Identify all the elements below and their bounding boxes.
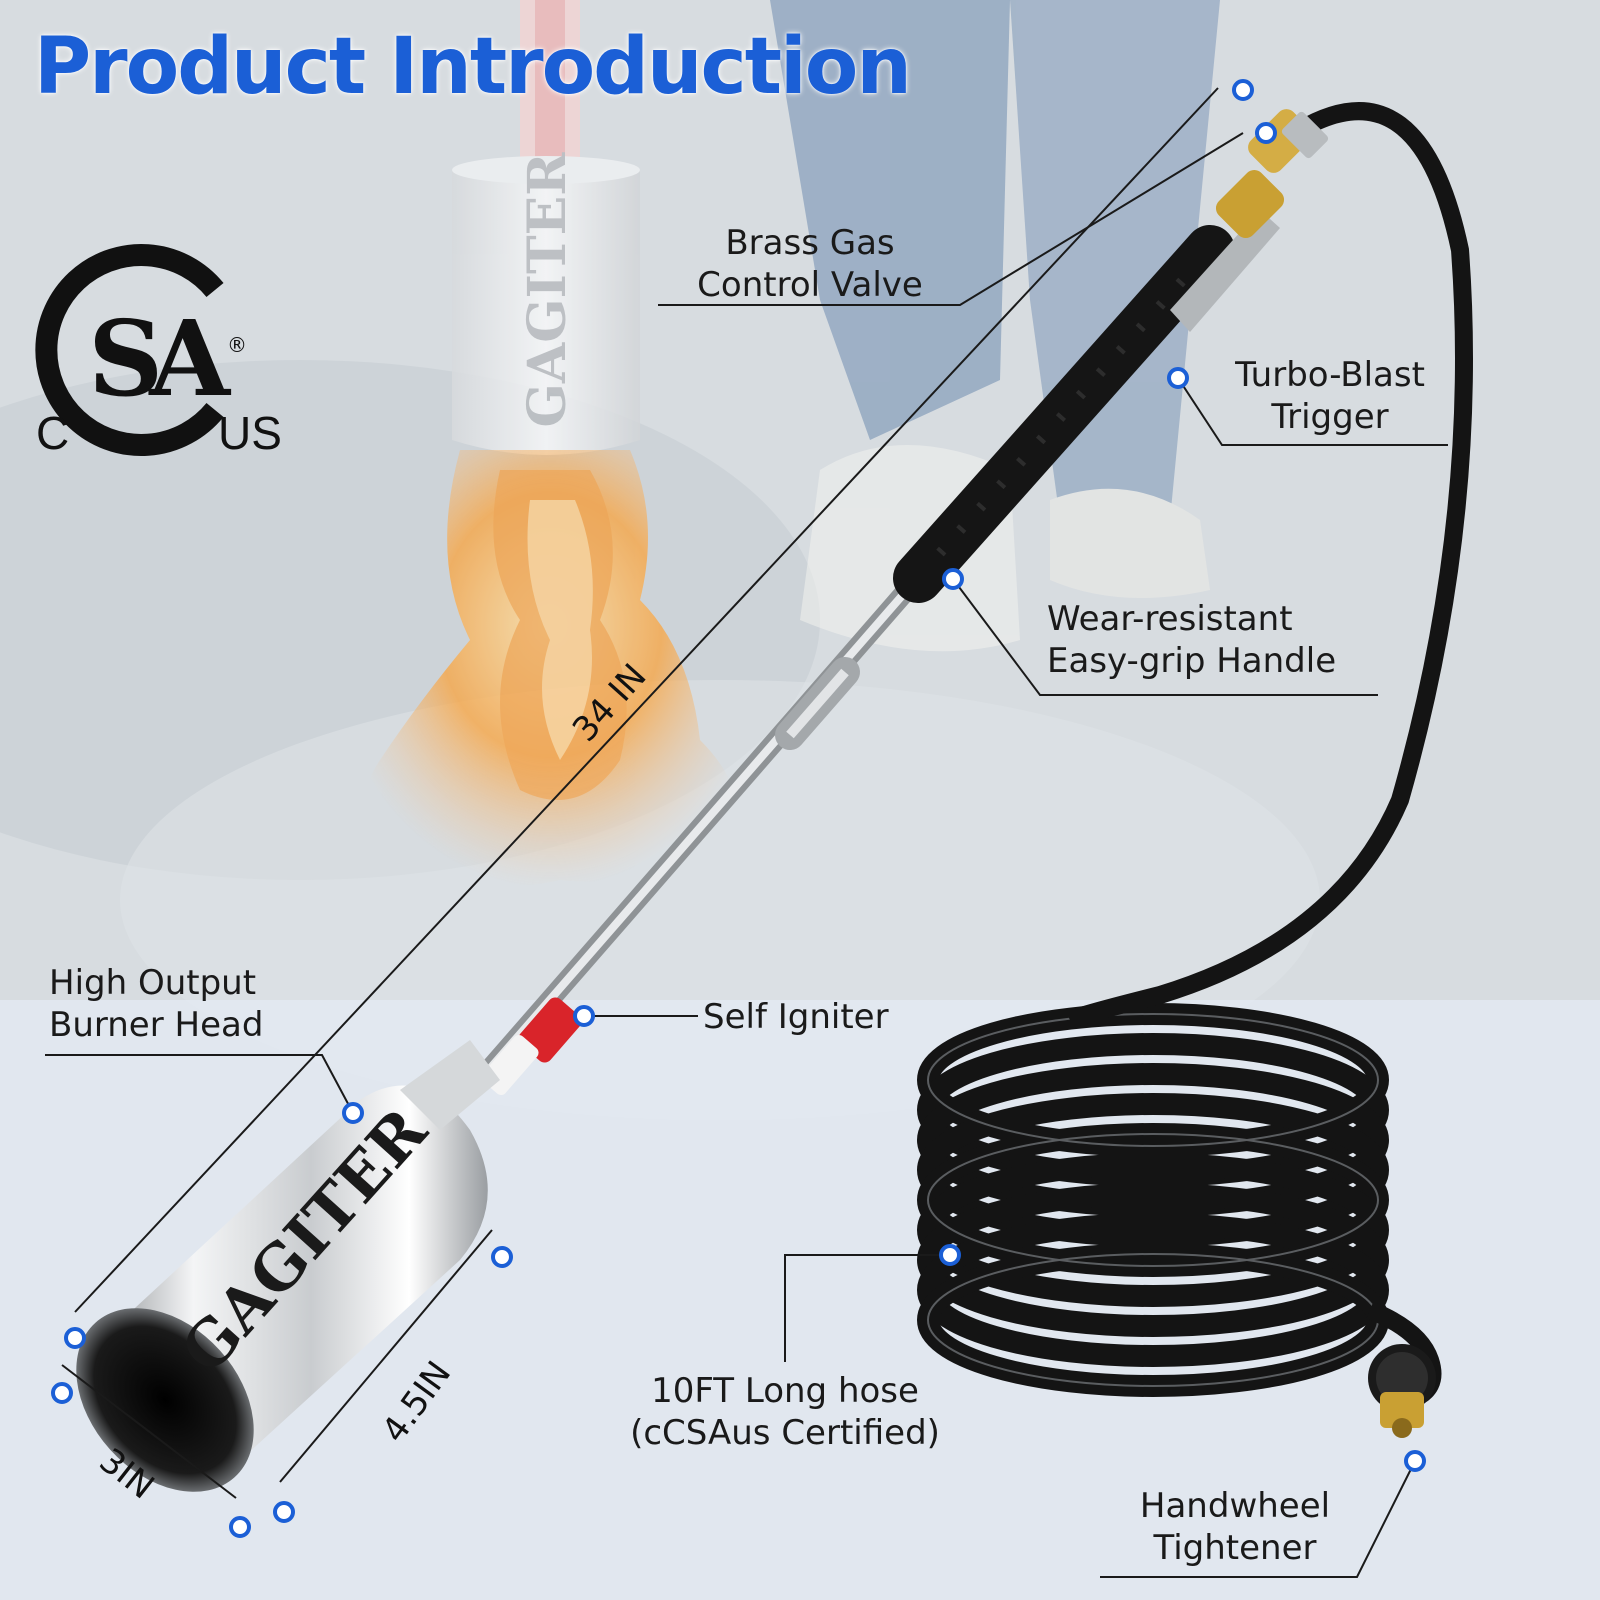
callout-dot-trigger: [1167, 367, 1189, 389]
csa-country-us: US: [218, 407, 282, 459]
callout-dot-diameter-right: [229, 1516, 251, 1538]
callout-dot-head-top: [491, 1246, 513, 1268]
callout-dot-tightener: [1404, 1450, 1426, 1472]
handwheel-tightener: [1368, 1344, 1436, 1438]
csa-mark-letters: SA: [88, 297, 231, 420]
callout-dot-diameter-left: [51, 1382, 73, 1404]
callout-valve-label: Brass Gas Control Valve: [697, 223, 923, 305]
registered-symbol: ®: [227, 333, 247, 357]
callout-tightener-label: Handwheel Tightener: [1139, 1486, 1331, 1568]
background-burner: GAGITER: [452, 0, 640, 455]
callout-dot-burner: [342, 1102, 364, 1124]
callout-dots: [51, 79, 1426, 1538]
csa-country-c: C: [36, 407, 70, 459]
callout-burner-label: High Output Burner Head: [49, 963, 264, 1045]
callout-handle-label: Wear-resistant Easy-grip Handle: [1047, 599, 1337, 681]
background-brand-text: GAGITER: [517, 152, 578, 428]
callout-dot-hose: [939, 1244, 961, 1266]
coiled-hose: [917, 102, 1473, 1409]
callout-hose-label: 10FT Long hose (cCSAus Certified): [630, 1371, 940, 1453]
callout-dot-igniter: [573, 1005, 595, 1027]
torch-wand: [470, 109, 1329, 1090]
callout-trigger-label: Turbo-Blast Trigger: [1235, 355, 1425, 437]
callout-dot-length-bottom: [64, 1327, 86, 1349]
flame: [364, 450, 736, 888]
callout-dot-handle: [942, 568, 964, 590]
page-title: Product Introduction: [34, 22, 912, 112]
callout-dot-length-top: [1232, 79, 1254, 101]
callout-dot-head-bottom: [273, 1501, 295, 1523]
callout-dot-valve: [1255, 122, 1277, 144]
callout-igniter-label: Self Igniter: [703, 997, 889, 1037]
callout-leaders: [45, 132, 1448, 1578]
dimension-lines: [61, 87, 1219, 1499]
